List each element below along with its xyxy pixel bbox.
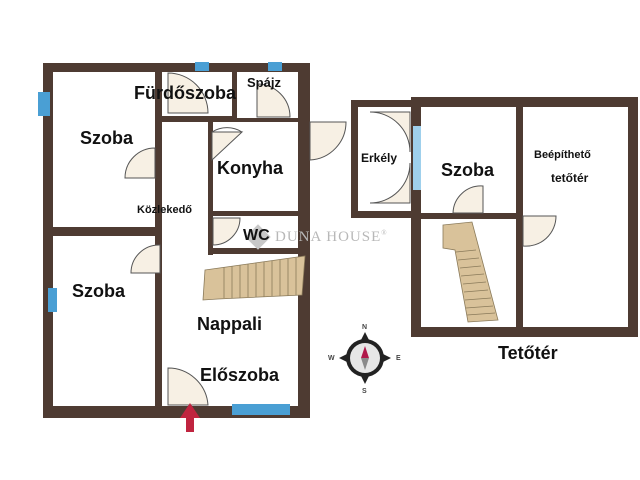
ground-stairs xyxy=(202,255,306,301)
attic-walls xyxy=(351,97,638,337)
ground-doors xyxy=(124,72,347,406)
entrance-arrow-icon xyxy=(180,403,200,432)
room-label-erkely: Erkély xyxy=(361,151,398,165)
attic-title: Tetőtér xyxy=(498,343,558,363)
room-label-wc: WC xyxy=(243,227,270,244)
room-label-eloszoba: Előszoba xyxy=(200,365,280,385)
compass-icon xyxy=(339,332,391,384)
attic-balcony-window xyxy=(413,126,421,190)
compass-w: W xyxy=(328,355,335,362)
attic-doors xyxy=(369,111,557,247)
compass-n: N xyxy=(362,324,368,331)
watermark-registered: ® xyxy=(381,229,388,237)
watermark-text: DUNA HOUSE® xyxy=(275,230,388,245)
attic-stairs xyxy=(442,221,499,323)
room-label-attic-szoba: Szoba xyxy=(441,160,495,180)
room-label-szoba-2: Szoba xyxy=(72,281,126,301)
ground-windows xyxy=(38,62,290,415)
room-label-beepitheto: Beépíthető xyxy=(534,149,591,161)
room-label-tetoter: tetőtér xyxy=(551,171,589,185)
room-label-kozlekedo: Közlekedő xyxy=(137,204,193,216)
room-label-konyha: Konyha xyxy=(217,158,284,178)
room-label-nappali: Nappali xyxy=(197,314,263,334)
room-label-szoba-1: Szoba xyxy=(80,128,134,148)
compass-s: S xyxy=(362,388,367,395)
compass-e: E xyxy=(396,355,401,362)
room-label-furdoszoba: Fürdőszoba xyxy=(134,83,236,103)
room-label-spajz: Spájz xyxy=(247,75,281,90)
watermark-brand: DUNA HOUSE xyxy=(275,229,382,245)
